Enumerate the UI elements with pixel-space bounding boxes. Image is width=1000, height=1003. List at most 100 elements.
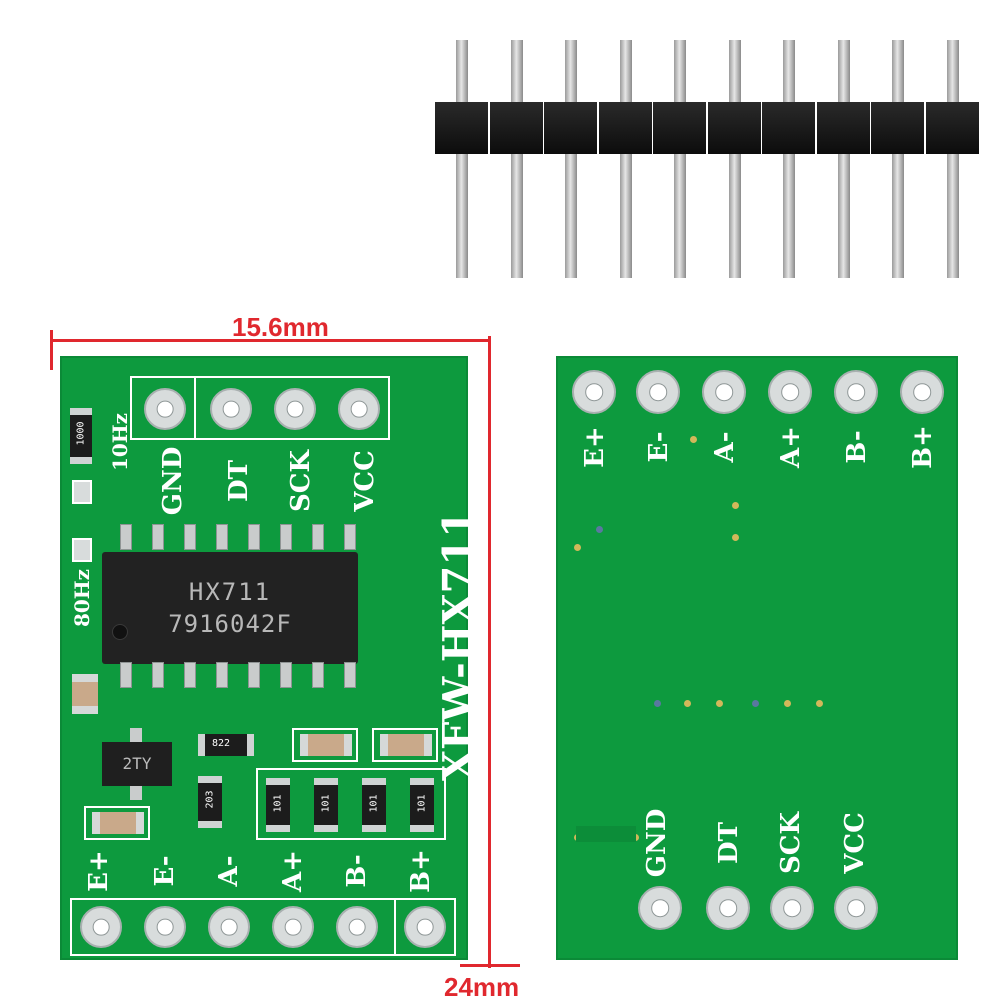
header-pin-block <box>435 102 488 154</box>
chip-pin <box>120 524 132 550</box>
back-label-b-plus: B+ <box>908 425 938 469</box>
chip-pins-top <box>110 524 360 554</box>
back-pad-vcc <box>834 886 878 930</box>
capacitor-3 <box>92 812 144 834</box>
back-label-a-minus: A- <box>710 431 740 463</box>
header-pin-block <box>653 102 706 154</box>
header-pin-block <box>489 102 543 154</box>
pad-a-minus <box>208 906 250 948</box>
header-pin <box>510 40 523 278</box>
front-label-b-minus: B- <box>342 854 372 888</box>
capacitor-2 <box>380 734 432 756</box>
back-label-e-plus: E+ <box>580 426 610 468</box>
back-pad-a-minus <box>702 370 746 414</box>
rate-10hz-label: 10Hz <box>108 412 132 472</box>
header-pin-block <box>925 102 979 154</box>
front-label-b-plus: B+ <box>406 849 436 893</box>
chip-pin <box>280 524 292 550</box>
back-label-a-plus: A+ <box>776 426 806 468</box>
back-board: E+ E- A- A+ B- B+ GND DT SCK VCC <box>556 356 958 960</box>
front-label-e-plus: E+ <box>84 850 114 892</box>
header-pin <box>565 40 577 278</box>
header-pin <box>674 40 686 278</box>
header-pin-block <box>707 102 761 154</box>
back-label-sck: SCK <box>776 811 806 875</box>
pad-a-plus <box>272 906 314 948</box>
resistor-822 <box>198 734 254 756</box>
front-label-a-minus: A- <box>214 855 244 887</box>
resistor-203 <box>198 776 222 828</box>
pad-e-plus <box>80 906 122 948</box>
chip-pin <box>120 662 132 688</box>
back-label-dt: DT <box>714 822 744 864</box>
back-pad-dt <box>706 886 750 930</box>
back-label-e-minus: E- <box>644 431 674 463</box>
front-board: GND DT SCK VCC XFW-HX711 10Hz 80Hz 1000 … <box>60 356 482 960</box>
capacitor-1 <box>300 734 352 756</box>
header-pin-block <box>598 102 652 154</box>
chip-pin <box>344 662 356 688</box>
chip-pin <box>216 662 228 688</box>
front-label-e-minus: E- <box>150 855 180 887</box>
back-pad-sck <box>770 886 814 930</box>
chip-pin <box>184 662 196 688</box>
front-label-a-plus: A+ <box>278 850 308 892</box>
header-pin <box>892 40 904 278</box>
height-dimension <box>460 336 520 968</box>
back-pad-a-plus <box>768 370 812 414</box>
header-pin <box>728 40 741 278</box>
front-label-sck: SCK <box>286 449 316 513</box>
front-label-vcc: VCC <box>350 450 380 512</box>
chip-pin <box>184 524 196 550</box>
header-pin <box>619 40 632 278</box>
back-pad-gnd <box>638 886 682 930</box>
pin-header <box>435 40 995 285</box>
pad-b-minus <box>336 906 378 948</box>
capacitor-left <box>72 674 98 714</box>
board-title: XFW-HX711 <box>434 509 482 782</box>
bottom-connector-outline <box>70 898 456 956</box>
height-label: 24mm <box>444 972 520 1002</box>
chip-pin <box>248 524 260 550</box>
header-pin <box>783 40 795 278</box>
resistor-101-a <box>266 778 290 832</box>
chip-pin <box>216 524 228 550</box>
resistor-101-b <box>314 778 338 832</box>
back-pad-b-minus <box>834 370 878 414</box>
hx711-chip: HX711 7916042F <box>102 552 358 664</box>
pad-sck <box>274 388 316 430</box>
width-dimension <box>50 330 490 370</box>
header-pin <box>456 40 468 278</box>
chip-pin <box>280 662 292 688</box>
back-pad-b-plus <box>900 370 944 414</box>
header-pin-block <box>816 102 870 154</box>
header-pin <box>837 40 850 278</box>
back-pad-e-minus <box>636 370 680 414</box>
chip-pin <box>344 524 356 550</box>
header-pin-block <box>544 102 597 154</box>
pad-e-minus <box>144 906 186 948</box>
transistor: 2TY <box>102 742 172 786</box>
back-label-vcc: VCC <box>840 812 870 874</box>
back-pad-e-plus <box>572 370 616 414</box>
chip-pin <box>152 662 164 688</box>
chip-pin <box>312 524 324 550</box>
rate-80hz-label: 80Hz <box>70 568 94 628</box>
chip-pin <box>152 524 164 550</box>
chip-code: 7916042F <box>168 610 292 638</box>
pad-b-plus <box>404 906 446 948</box>
back-label-b-minus: B- <box>842 430 872 464</box>
pad-vcc <box>338 388 380 430</box>
header-pin-block <box>871 102 924 154</box>
resistor-101-c <box>362 778 386 832</box>
chip-pin <box>312 662 324 688</box>
chip-pins-bottom <box>110 662 360 692</box>
chip-pin <box>248 662 260 688</box>
top-connector-outline <box>130 376 390 440</box>
pad-dt <box>210 388 252 430</box>
front-label-gnd: GND <box>158 446 188 516</box>
width-label: 15.6mm <box>232 312 329 342</box>
back-label-gnd: GND <box>642 808 672 878</box>
header-pin-block <box>762 102 815 154</box>
resistor-1000 <box>70 408 92 464</box>
